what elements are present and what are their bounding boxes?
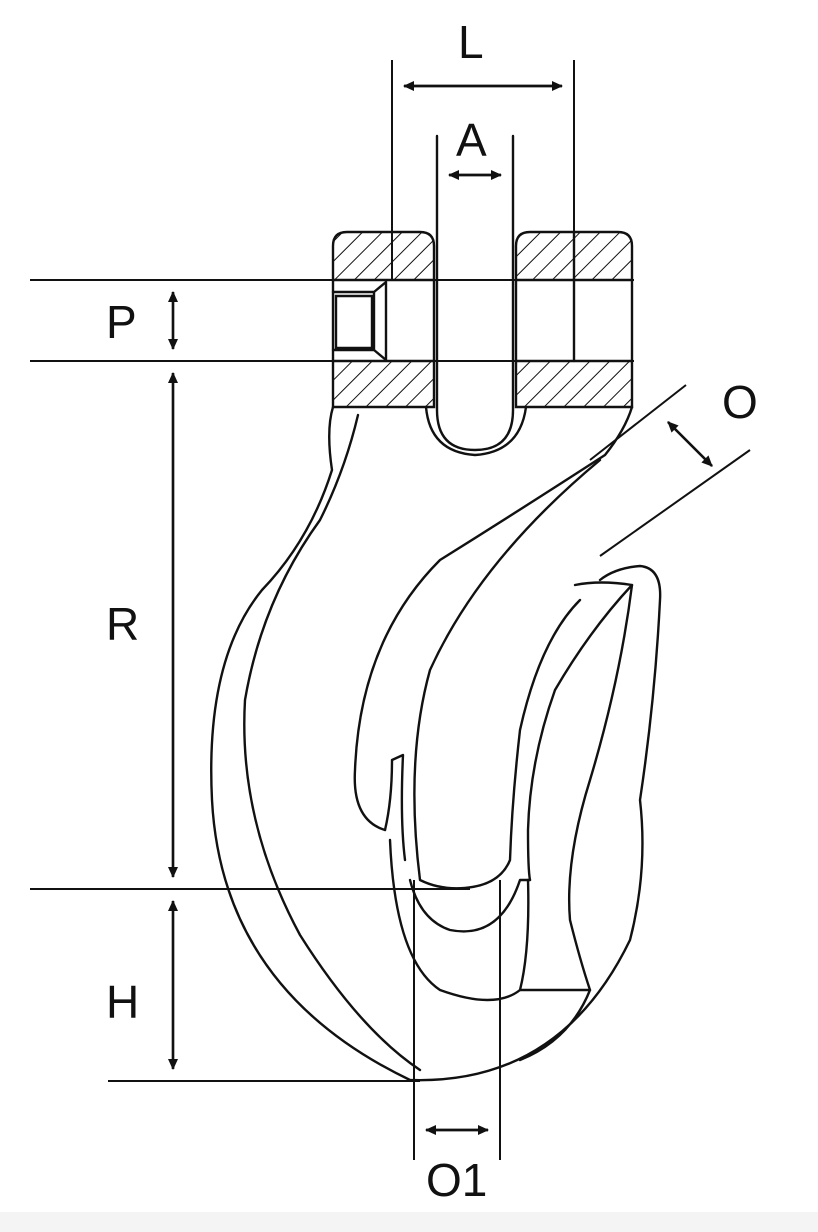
label-O1: O1 [426,1154,487,1206]
pin-slot [424,134,528,457]
label-L: L [458,16,484,68]
dimension-lines [30,60,713,1160]
label-R: R [106,598,139,650]
clevis-body [331,230,634,409]
label-O: O [722,376,758,428]
hook-body [210,384,751,1082]
label-P: P [106,296,137,348]
label-H: H [106,976,139,1028]
bottom-strip [0,1212,818,1232]
label-A: A [456,114,487,166]
